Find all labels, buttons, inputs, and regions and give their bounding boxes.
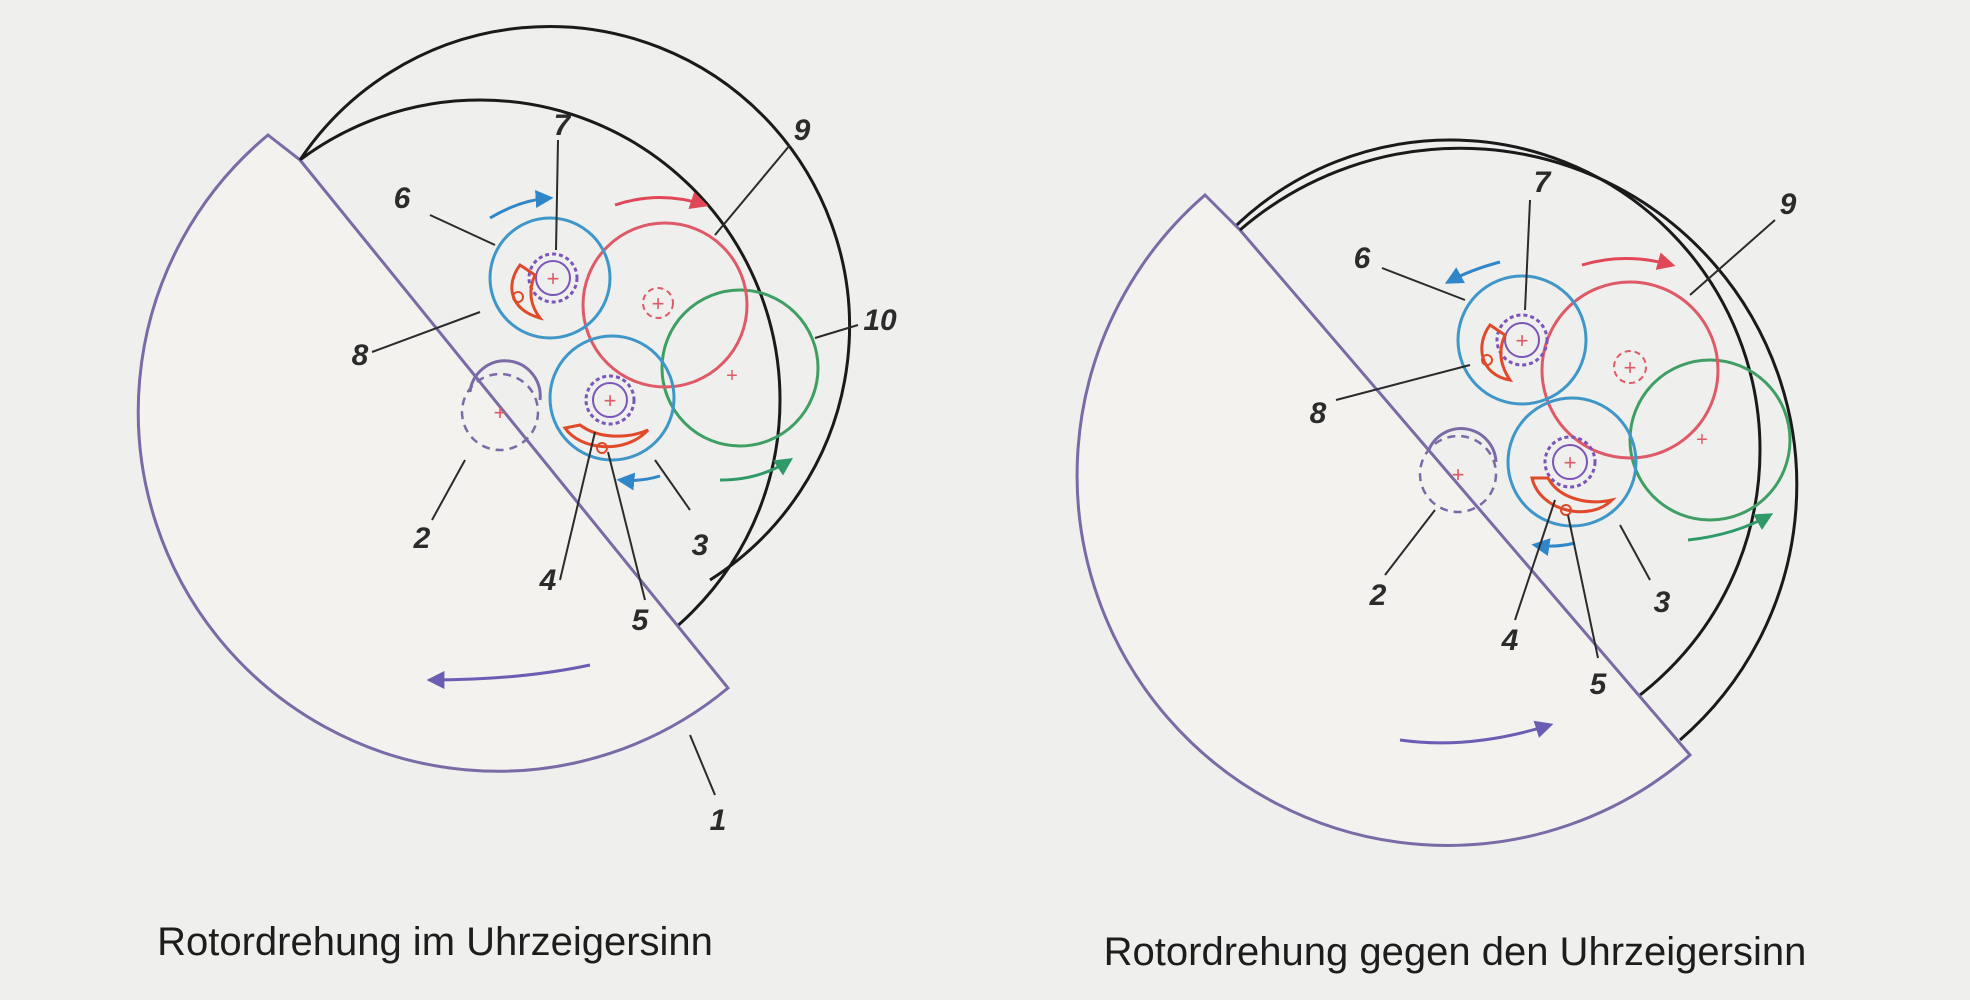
gear-10 bbox=[660, 288, 820, 448]
label-2: 2 bbox=[413, 522, 431, 555]
pawl-5-right bbox=[1530, 476, 1617, 514]
label-6: 6 bbox=[394, 182, 411, 215]
gear-9-right bbox=[1540, 280, 1720, 460]
arrow-blue-lower-right bbox=[1531, 538, 1576, 557]
svg-text:+: + bbox=[1696, 429, 1708, 451]
label-8-right: 8 bbox=[1310, 397, 1327, 430]
svg-text:+: + bbox=[726, 365, 738, 387]
label-7: 7 bbox=[554, 109, 572, 142]
svg-text:+: + bbox=[652, 291, 665, 316]
rotor-sector-1 bbox=[136, 133, 731, 773]
ratchet-7 bbox=[527, 252, 579, 304]
arrow-purple-right bbox=[1399, 720, 1554, 745]
ratchet-4 bbox=[584, 374, 636, 426]
label-9: 9 bbox=[794, 114, 811, 147]
svg-text:+: + bbox=[1624, 355, 1637, 380]
label-10: 10 bbox=[863, 304, 897, 337]
ratchet-4-right bbox=[1543, 435, 1597, 489]
label-1: 1 bbox=[710, 804, 727, 837]
label-3: 3 bbox=[692, 529, 709, 562]
arrow-green-right bbox=[1687, 513, 1774, 542]
gear-3 bbox=[548, 334, 676, 462]
svg-text:+: + bbox=[604, 388, 617, 413]
arrow-red bbox=[614, 191, 709, 209]
gear-3-right bbox=[1506, 396, 1638, 528]
label-2-right: 2 bbox=[1369, 579, 1387, 612]
arrow-purple bbox=[426, 663, 591, 689]
svg-text:+: + bbox=[1516, 328, 1529, 353]
label-4-right: 4 bbox=[1501, 624, 1519, 657]
ratchet-7-right bbox=[1495, 313, 1549, 367]
svg-text:+: + bbox=[1452, 462, 1465, 487]
arrow-green bbox=[719, 458, 793, 482]
rotor-sector-right bbox=[1075, 192, 1693, 847]
pawl-5 bbox=[562, 423, 650, 449]
gear-2-right bbox=[1418, 434, 1498, 514]
diagram-counterclockwise: + + + + + bbox=[1075, 138, 1807, 974]
caption-left: Rotordrehung im Uhrzeigersinn bbox=[157, 920, 713, 964]
gear-6 bbox=[488, 216, 612, 340]
pawl-8-right bbox=[1480, 322, 1514, 383]
caption-right: Rotordrehung gegen den Uhrzeigersinn bbox=[1104, 930, 1807, 974]
gear-green-right bbox=[1628, 358, 1792, 522]
arrow-blue-upper bbox=[489, 189, 554, 220]
label-8: 8 bbox=[352, 339, 369, 372]
arrow-red-right bbox=[1581, 252, 1676, 270]
label-9-right: 9 bbox=[1780, 188, 1797, 221]
svg-text:+: + bbox=[1564, 450, 1577, 475]
arrow-blue-lower bbox=[616, 472, 661, 491]
gear-9 bbox=[581, 221, 749, 389]
svg-text:+: + bbox=[547, 266, 560, 291]
gear-6-right bbox=[1456, 274, 1588, 406]
label-4: 4 bbox=[539, 564, 557, 597]
label-7-right: 7 bbox=[1534, 166, 1552, 199]
diagram-clockwise: + + + + + bbox=[136, 25, 897, 964]
svg-text:+: + bbox=[494, 400, 507, 425]
gear-2 bbox=[460, 372, 540, 452]
label-6-right: 6 bbox=[1354, 242, 1371, 275]
pawl-8 bbox=[510, 262, 544, 321]
label-3-right: 3 bbox=[1654, 586, 1671, 619]
label-5: 5 bbox=[632, 604, 650, 637]
arrow-blue-upper-right bbox=[1444, 260, 1501, 284]
label-5-right: 5 bbox=[1590, 668, 1608, 701]
